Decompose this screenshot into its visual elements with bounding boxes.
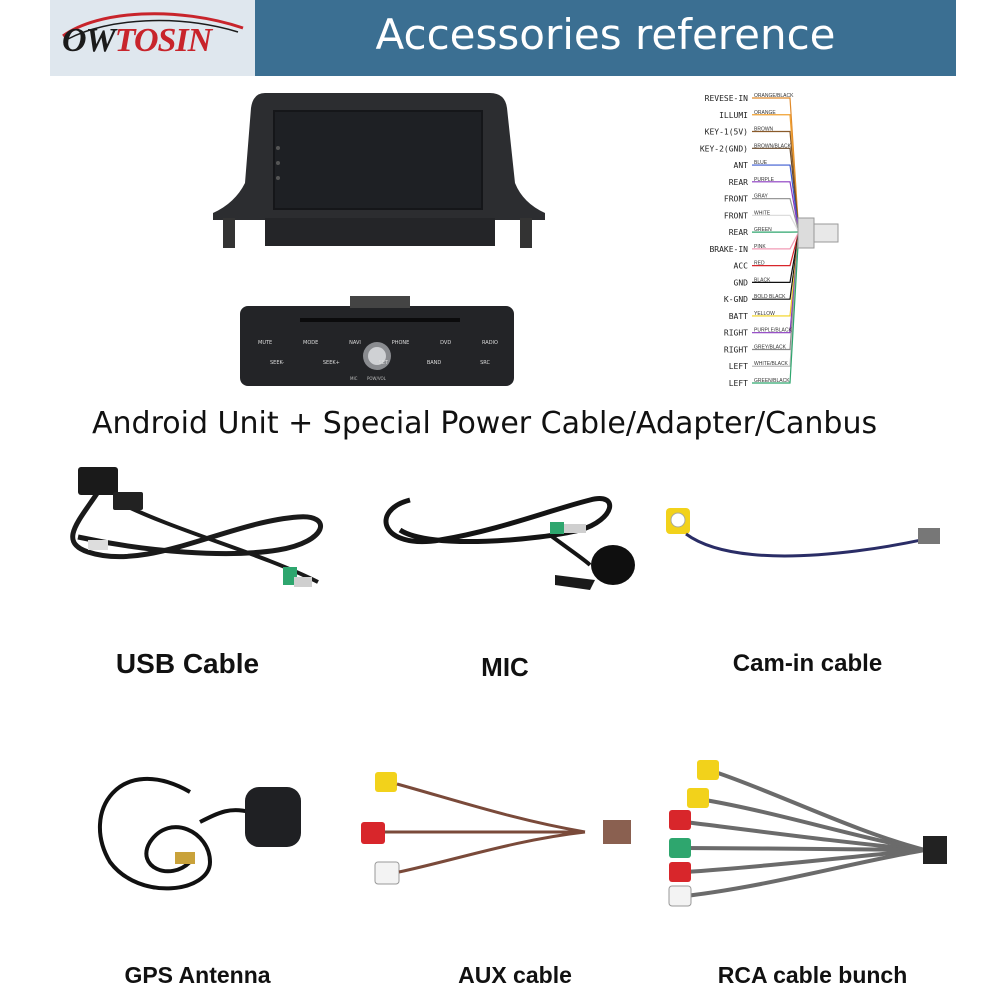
wire-label-8: REAR [729, 228, 748, 237]
wire-color-2: BROWN [754, 127, 774, 133]
gps-antenna-image [98, 777, 301, 891]
wire-color-7: WHITE [754, 210, 771, 216]
wire-line-10 [752, 234, 799, 267]
mic-image [383, 496, 635, 590]
wire-label-0: REVESE-IN [705, 94, 749, 103]
brand-prefix: OW [62, 22, 116, 59]
radio-button[interactable]: RADIO [482, 340, 498, 346]
wire-line-9 [752, 233, 799, 250]
aux-cable-image [361, 772, 631, 885]
seek-down-button[interactable]: SEEK- [270, 360, 285, 366]
wire-line-4 [752, 164, 799, 227]
wire-label-15: RIGHT [724, 345, 748, 354]
knob-label: POW/VOL [367, 376, 386, 381]
wire-label-7: FRONT [724, 211, 748, 220]
wire-color-9: PINK [754, 244, 766, 250]
rca-cable-bunch-image [668, 760, 947, 907]
cam-in-cable-image [666, 508, 940, 558]
cam-in-cable-label: Cam-in cable [732, 650, 883, 677]
wire-line-7 [752, 214, 799, 231]
wire-color-14: PURPLE/BLACK [754, 328, 792, 334]
wire-label-17: LEFT [729, 379, 748, 388]
usb-cable-label: USB Cable [115, 648, 260, 679]
wire-label-13: BATT [729, 312, 748, 321]
wire-line-3 [752, 147, 799, 225]
dvd-button[interactable]: DVD [440, 340, 452, 346]
seek-up-button[interactable]: SEEK+ [322, 360, 340, 366]
wire-color-4: BLUE [754, 160, 768, 166]
wire-color-8: GREEN [754, 227, 772, 233]
wire-color-6: GRAY [754, 194, 768, 200]
wire-label-16: LEFT [729, 362, 748, 371]
gps-antenna-label: GPS Antenna [124, 962, 271, 988]
wire-line-11 [752, 236, 799, 284]
navi-button[interactable]: NAVI [349, 340, 361, 346]
wire-color-5: PURPLE [754, 177, 775, 183]
mode-button[interactable]: MODE [303, 340, 319, 346]
wire-label-12: K-GND [724, 295, 748, 304]
unit-caption: Android Unit + Special Power Cable/Adapt… [92, 406, 878, 441]
wire-label-4: ANT [734, 161, 749, 170]
wire-label-2: KEY-1(5V) [705, 128, 748, 137]
brand-suffix: TOSIN [114, 22, 212, 59]
aux-cable-label: AUX cable [458, 962, 572, 988]
wire-line-17 [752, 245, 799, 384]
wiring-diagram: REVESE-IN ORANGE/BLACK ILLUMI ORANGE KEY-1(5… [700, 93, 839, 388]
mic-label: MIC [350, 376, 358, 381]
wire-label-10: ACC [734, 262, 749, 271]
wire-color-0: ORANGE/BLACK [754, 93, 794, 99]
brand-name: OWTOSIN [62, 22, 212, 60]
wire-label-1: ILLUMI [719, 111, 748, 120]
wire-label-14: RIGHT [724, 329, 748, 338]
wire-line-12 [752, 237, 799, 300]
phone-button[interactable]: PHONE [391, 340, 410, 346]
wire-color-16: WHITE/BLACK [754, 361, 789, 367]
mute-button[interactable]: MUTE [258, 340, 273, 346]
wire-label-11: GND [734, 278, 749, 287]
wire-line-5 [752, 181, 799, 228]
wire-label-3: KEY-2(GND) [700, 144, 748, 153]
wire-line-2 [752, 130, 799, 224]
band-button[interactable]: BAND [426, 360, 442, 366]
wire-color-11: BLACK [754, 277, 771, 283]
rca-cable-bunch-label: RCA cable bunch [717, 962, 908, 988]
set-button[interactable]: SET [378, 360, 389, 366]
wire-line-6 [752, 197, 799, 230]
wire-label-6: FRONT [724, 195, 748, 204]
wire-color-3: BROWN/BLACK [754, 143, 792, 149]
wire-color-15: GREY/BLACK [754, 344, 787, 350]
dvd-control-panel: MUTE MODE NAVI PHONE DVD RADIO SEEK- SEE… [240, 296, 514, 388]
wire-color-10: RED [754, 261, 765, 267]
logo-swoosh-icon [62, 12, 244, 40]
wire-label-9: BRAKE-IN [709, 245, 748, 254]
wire-color-17: GREEN/BLACK [754, 378, 790, 384]
head-unit-screen [213, 93, 545, 248]
wire-color-13: YELLOW [754, 311, 775, 317]
src-button[interactable]: SRC [480, 360, 490, 366]
mic-label-caption: MIC [481, 652, 529, 682]
wire-color-12: BOLD BLACK [754, 294, 786, 300]
page-title: Accessories reference [375, 10, 836, 59]
wire-color-1: ORANGE [754, 110, 776, 116]
usb-cable-image [70, 467, 323, 587]
wire-label-5: REAR [729, 178, 748, 187]
